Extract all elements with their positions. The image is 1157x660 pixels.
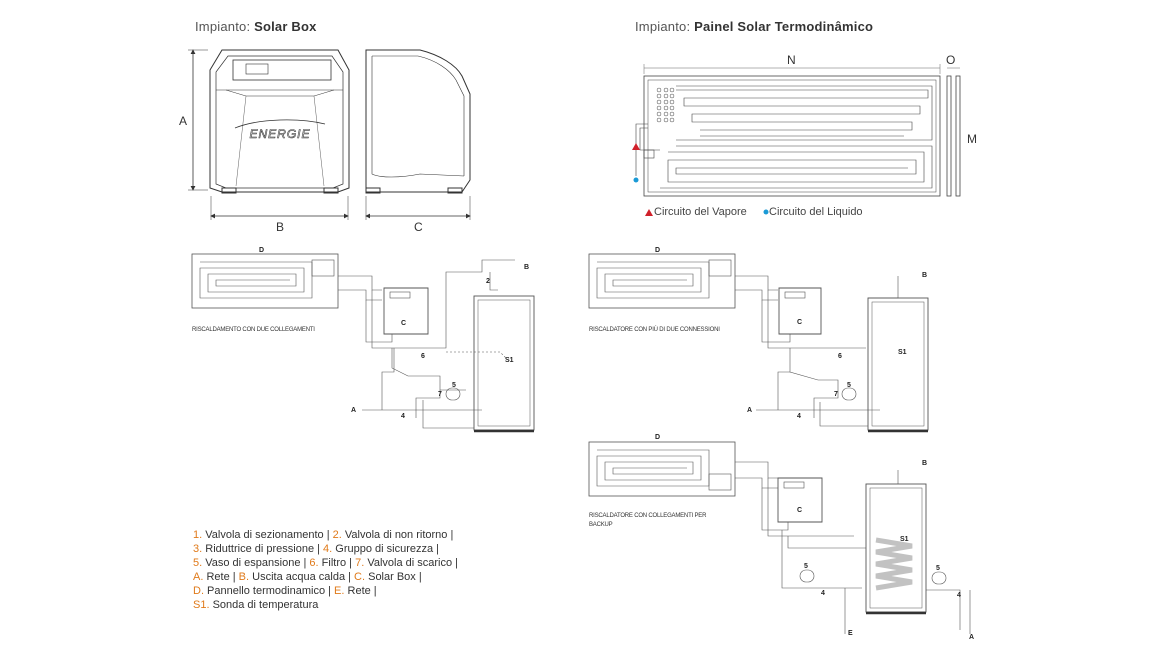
d2-label-6: 6 [838,353,842,360]
legend-num-5: 5. [193,557,203,569]
left-title-name: Solar Box [254,19,317,34]
legend-text-4: Gruppo di sicurezza | [332,543,440,555]
d3-label-5b: 5 [936,565,940,572]
legend-text-5: Vaso di espansione | [202,557,310,569]
legend-text-c: Solar Box | [365,571,422,583]
dimension-a-line [188,49,208,191]
vapor-legend-icon [645,209,653,216]
legend-num-1: 1. [193,529,203,541]
solar-box-side-view [365,49,471,194]
dim-label-m: M [967,132,977,146]
circuit-liquid-label: Circuito del Liquido [769,206,863,218]
dim-label-o: O [946,53,956,67]
legend-text-a: Rete | [203,571,239,583]
d1-label-5: 5 [452,382,456,389]
dim-label-c: C [414,220,423,234]
d1-label-7: 7 [438,391,442,398]
legend-line-3: 5. Vaso di espansione | 6. Filtro | 7. V… [193,556,458,570]
diagram-2 [588,253,929,433]
legend-num-c: C. [354,571,366,583]
d1-label-6: 6 [421,353,425,360]
dim-label-n: N [787,53,796,67]
legend-line-5: D. Pannello termodinamico | E. Rete | [193,584,458,598]
d3-label-c: C [797,507,803,514]
component-legend: 1. Valvola di sezionamento | 2. Valvola … [193,528,458,612]
legend-num-7: 7. [355,557,365,569]
vapor-triangle-icon [632,143,640,150]
legend-num-b: B. [238,571,250,583]
diagram-3 [588,441,971,634]
legend-num-e: E. [334,585,345,597]
legend-text-d: Pannello termodinamico | [204,585,335,597]
energie-logo-text: ENERGIE [249,127,310,141]
legend-text-s1: Sonda di temperatura [209,599,319,611]
d3-label-4b: 4 [957,592,961,599]
legend-text-e: Rete | [344,585,377,597]
dim-label-b: B [276,220,285,234]
legend-line-1: 1. Valvola di sezionamento | 2. Valvola … [193,528,458,542]
d3-label-5a: 5 [804,563,808,570]
dimension-c-line [365,196,471,220]
d1-label-a: A [351,407,357,414]
legend-num-2: 2. [332,529,342,541]
legend-line-2: 3. Riduttrice di pressione | 4. Gruppo d… [193,542,458,556]
d2-label-b: B [922,272,928,279]
legend-num-s1: S1. [193,599,210,611]
solar-box-front-view [209,49,350,194]
right-title-name: Painel Solar Termodinâmico [694,19,874,34]
d3-label-b: B [922,460,928,467]
left-title: Impianto: Solar Box [195,19,317,34]
energie-logo [234,119,326,129]
diagram-3-caption-line1: RISCALDATORE CON COLLEGAMENTI PER [589,513,707,519]
d2-label-d: D [655,247,661,254]
legend-num-3: 3. [193,543,203,555]
d2-label-c: C [797,319,803,326]
d2-label-5: 5 [847,382,851,389]
legend-text-b: Uscita acqua calda | [249,571,355,583]
legend-num-a: A. [193,571,204,583]
d1-label-c: C [401,320,407,327]
thermodynamic-panel [635,75,961,197]
d3-label-a: A [969,634,975,641]
d1-label-b: B [524,264,530,271]
liquid-legend-icon [763,209,769,215]
left-title-prefix: Impianto: [195,19,255,34]
legend-text-7: Valvola di scarico | [364,557,459,569]
d2-label-s1: S1 [898,349,907,356]
legend-line-6: S1. Sonda di temperatura [193,598,458,612]
diagram-1-caption: RISCALDAMENTO CON DUE COLLEGAMENTI [192,327,315,333]
legend-num-6: 6. [309,557,319,569]
liquid-dot-icon [633,177,639,183]
d2-label-4: 4 [797,413,801,420]
dimension-b-line [210,196,349,220]
legend-num-4: 4. [323,543,333,555]
d3-label-s1: S1 [900,536,909,543]
legend-line-4: A. Rete | B. Uscita acqua calda | C. Sol… [193,570,458,584]
legend-num-d: D. [193,585,204,597]
circuit-vapor-label: Circuito del Vapore [654,206,747,218]
d1-label-4: 4 [401,413,405,420]
dimension-n-line [643,64,960,74]
d2-label-7: 7 [834,391,838,398]
legend-text-1: Valvola di sezionamento | [202,529,333,541]
diagram-3-caption-line2: BACKUP [589,522,613,528]
legend-text-6: Filtro | [318,557,356,569]
right-title-prefix: Impianto: [635,19,695,34]
d3-label-d: D [655,434,661,441]
diagram-1 [191,253,535,433]
d1-label-s1: S1 [505,357,514,364]
dim-label-a: A [179,114,188,128]
d1-label-d: D [259,247,265,254]
d3-label-4a: 4 [821,590,825,597]
d3-label-e: E [848,630,853,637]
legend-text-2: Valvola di non ritorno | [341,529,454,541]
d2-label-a: A [747,407,753,414]
d1-label-2: 2 [486,278,490,285]
right-title: Impianto: Painel Solar Termodinâmico [635,19,873,34]
diagram-2-caption: RISCALDATORE CON PIÙ DI DUE CONNESSIONI [589,327,720,333]
legend-text-3: Riduttrice di pressione | [202,543,324,555]
